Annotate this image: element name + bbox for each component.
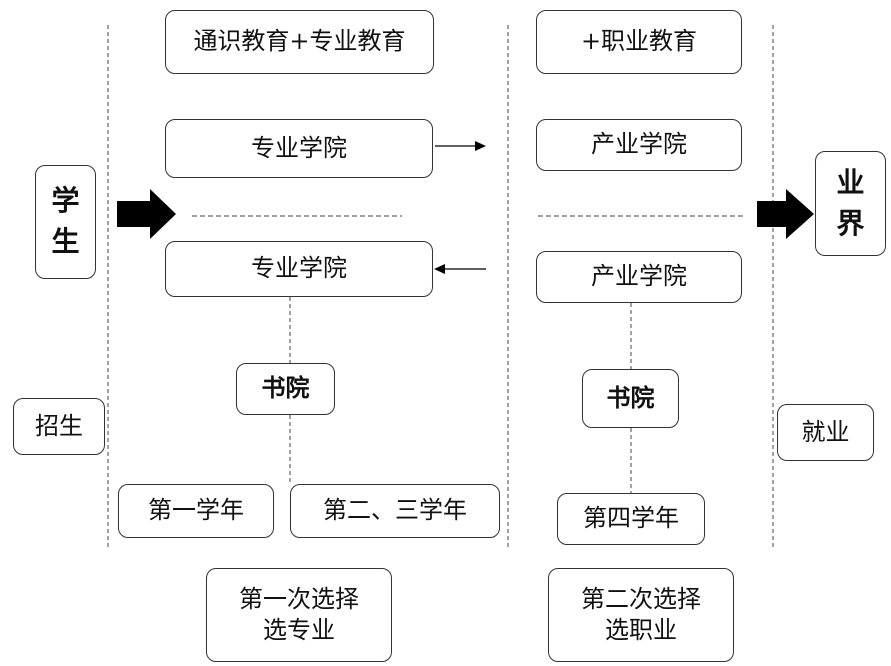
- industry-label-char-2: 界: [836, 206, 865, 240]
- student-label-char-2: 生: [51, 225, 80, 258]
- second-choice-line-2: 选职业: [605, 616, 677, 644]
- enrollment-box: 招生: [13, 398, 105, 455]
- second-third-year-box: 第二、三学年: [290, 484, 500, 538]
- first-choice-box: 第一次选择 选专业: [206, 568, 392, 662]
- block-arrow-left: [117, 189, 176, 239]
- first-choice-line-2: 选专业: [263, 616, 335, 644]
- professional-college-top-box: 专业学院: [165, 119, 433, 178]
- industry-label-char-1: 业: [836, 165, 865, 199]
- student-label-box: 学 生: [35, 165, 96, 279]
- block-arrow-right: [757, 189, 814, 239]
- fourth-year-box: 第四学年: [557, 493, 705, 545]
- arrow-right-head: [475, 141, 486, 151]
- student-label-char-1: 学: [51, 184, 80, 218]
- second-choice-box: 第二次选择 选职业: [548, 568, 734, 662]
- employment-box: 就业: [777, 404, 874, 461]
- second-choice-line-1: 第二次选择: [581, 584, 701, 613]
- industry-college-top-box: 产业学院: [536, 119, 742, 171]
- first-choice-line-1: 第一次选择: [239, 584, 359, 613]
- industry-college-bottom-box: 产业学院: [536, 251, 742, 303]
- industry-label-box: 业 界: [815, 151, 886, 256]
- academy-box-left: 书院: [236, 363, 335, 415]
- first-year-box: 第一学年: [118, 484, 274, 538]
- general-professional-education-box: 通识教育+专业教育: [165, 10, 434, 74]
- professional-college-bottom-box: 专业学院: [165, 241, 433, 297]
- vocational-education-box: +职业教育: [536, 10, 742, 74]
- arrow-left-head: [434, 264, 445, 274]
- academy-box-right: 书院: [582, 369, 679, 428]
